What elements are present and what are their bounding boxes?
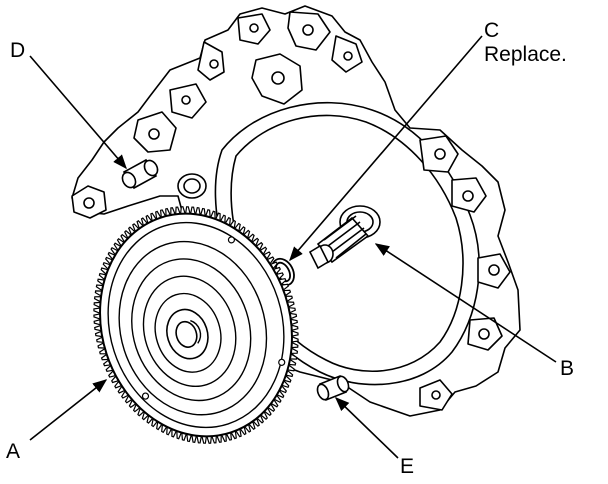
- callout-c: C: [484, 19, 500, 42]
- callout-c-note: Replace.: [484, 43, 567, 66]
- dowel-pin-lower: [316, 374, 350, 402]
- callout-a: A: [6, 440, 21, 463]
- leader-e: [334, 396, 399, 459]
- dowel-pin-upper: [121, 158, 159, 190]
- callout-d: D: [10, 39, 26, 62]
- leader-c: [289, 35, 483, 262]
- callout-b: B: [560, 357, 575, 380]
- callout-e: E: [400, 455, 415, 478]
- leader-b: [374, 243, 557, 363]
- input-shaft: [308, 205, 381, 270]
- drive-plate: [93, 206, 299, 444]
- leader-d: [29, 55, 127, 170]
- leader-a: [29, 379, 108, 441]
- leader-lines: [29, 35, 557, 459]
